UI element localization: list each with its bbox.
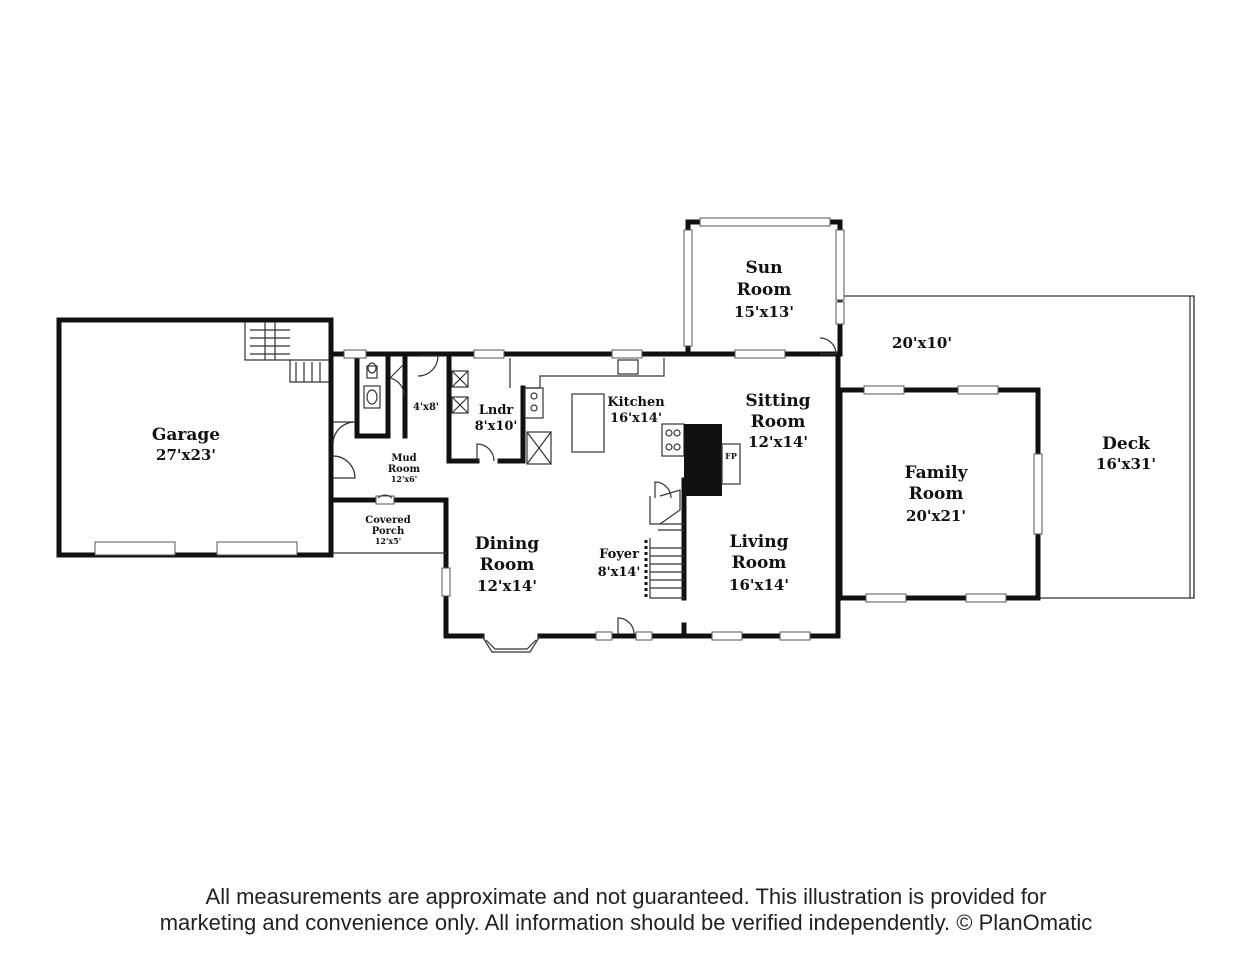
dining-room-dims: 12'x14' <box>477 577 537 595</box>
deck-dims: 16'x31' <box>1096 455 1156 473</box>
living-room-name2: Room <box>732 553 787 573</box>
kitchen-label: Kitchen 16'x14' <box>607 395 665 426</box>
sun-room-label: Sun Room 15'x13' <box>734 258 794 321</box>
patio-dims: 20'x10' <box>892 334 952 352</box>
family-room-name2: Room <box>909 484 964 504</box>
foyer-name: Foyer <box>599 547 639 562</box>
living-room-name1: Living <box>730 532 789 552</box>
covered-porch-label: Covered Porch 12'x5' <box>365 515 410 546</box>
dining-room-name2: Room <box>480 555 535 575</box>
sitting-room-name1: Sitting <box>745 391 810 411</box>
sitting-room-dims: 12'x14' <box>748 433 808 451</box>
laundry-name: Lndr <box>479 403 514 418</box>
sun-room-dims: 15'x13' <box>734 303 794 321</box>
mud-room-label: Mud Room 12'x6' <box>388 453 421 484</box>
garage-stairs <box>244 322 330 383</box>
disclaimer-line1: All measurements are approximate and not… <box>205 884 1047 909</box>
laundry-dims: 8'x10' <box>475 419 518 434</box>
family-room-label: Family Room 20'x21' <box>905 463 969 525</box>
foyer-label: Foyer 8'x14' <box>598 547 641 580</box>
sun-room-name1: Sun <box>746 258 783 278</box>
fireplace-label: FP <box>725 451 737 461</box>
sitting-room-name2: Room <box>751 412 806 432</box>
kitchen-dims: 16'x14' <box>610 411 662 426</box>
mud-room-dims: 12'x6' <box>391 474 417 484</box>
closet-dims: 4'x8' <box>413 402 439 413</box>
fireplace <box>684 424 741 496</box>
sun-room-name2: Room <box>737 280 792 300</box>
laundry-label: Lndr 8'x10' <box>475 403 518 434</box>
mud-room-name1: Mud <box>391 453 416 464</box>
living-room-label: Living Room 16'x14' <box>729 532 789 594</box>
laundry-appliances <box>451 370 469 414</box>
garage-name: Garage <box>152 425 220 445</box>
deck <box>840 295 1195 599</box>
doors <box>332 337 837 635</box>
deck-label: Deck 16'x31' <box>1096 434 1156 473</box>
dining-room-name1: Dining <box>475 534 539 554</box>
deck-name: Deck <box>1102 434 1151 454</box>
family-room-walls <box>837 385 1043 603</box>
mud-room-name2: Room <box>388 464 421 475</box>
foyer-stairs <box>644 489 684 599</box>
kitchen-counters <box>509 358 685 465</box>
half-bath-fixtures <box>363 362 381 409</box>
dining-room-label: Dining Room 12'x14' <box>475 534 539 595</box>
disclaimer-line2: marketing and convenience only. All info… <box>159 910 1093 935</box>
garage-dims: 27'x23' <box>156 446 216 464</box>
family-room-name1: Family <box>905 463 969 483</box>
kitchen-name: Kitchen <box>607 395 665 410</box>
sun-room-walls <box>683 217 845 357</box>
garage-label: Garage 27'x23' <box>152 425 220 464</box>
covered-porch-dims: 12'x5' <box>375 536 401 546</box>
foyer-dims: 8'x14' <box>598 565 641 580</box>
living-room-dims: 16'x14' <box>729 576 789 594</box>
family-room-dims: 20'x21' <box>906 507 966 525</box>
garage-walls <box>56 317 334 558</box>
covered-porch-name2: Porch <box>372 526 405 537</box>
disclaimer: All measurements are approximate and not… <box>0 884 1252 936</box>
covered-porch-name1: Covered <box>365 515 410 526</box>
sitting-room-label: Sitting Room 12'x14' <box>745 391 810 451</box>
